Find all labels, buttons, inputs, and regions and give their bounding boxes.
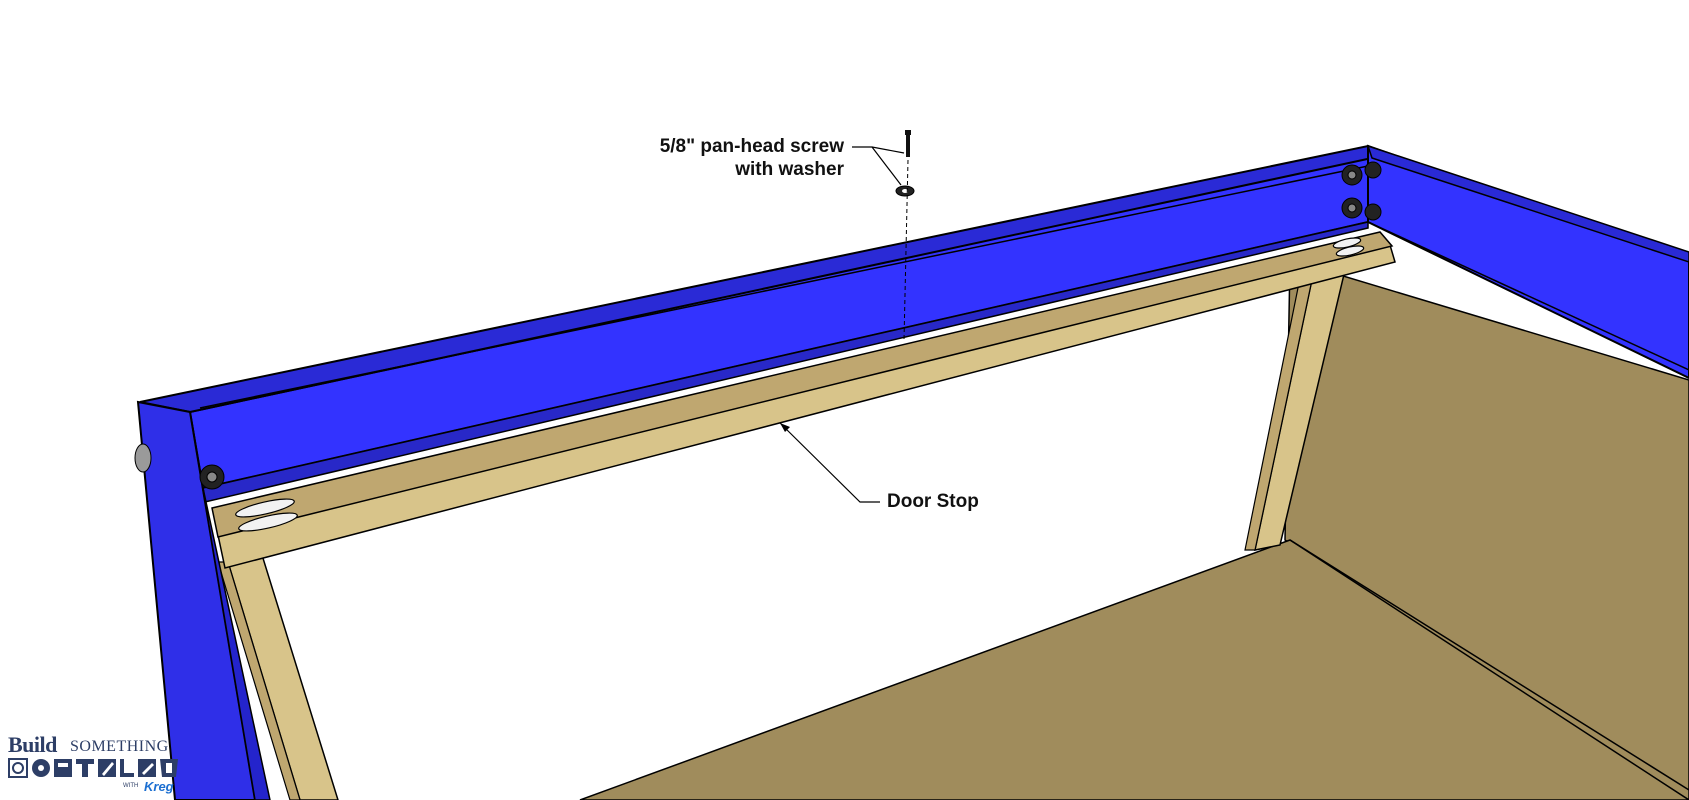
logo-kreg-text: Kreg [144,779,174,794]
logo-with-text: WITH [123,783,139,789]
door-stop-leader [779,422,880,503]
bolt-head-icon [134,161,1382,490]
screw-leader [852,146,902,186]
screw-icon [905,130,911,157]
screw-callout: 5/8" pan-head screw with washer [660,135,844,181]
screw-callout-line1: 5/8" pan-head screw [659,136,844,157]
bottom-panel [579,539,1689,800]
pocket-hole-icon [235,237,1365,532]
build-something-logo: Build SOMETHING WITH Kreg [8,732,194,796]
door-stop-top [211,231,1394,538]
screw-path-line [903,159,909,341]
logo-something-text: SOMETHING [70,738,169,755]
frame-top-rail-face [188,156,1369,490]
door-stop-callout: Door Stop [887,491,979,512]
frame-left-post [136,400,257,800]
screw-callout-line2: with washer [735,159,844,180]
logo-build-text: Build [8,732,57,757]
tool-icons [8,758,178,778]
